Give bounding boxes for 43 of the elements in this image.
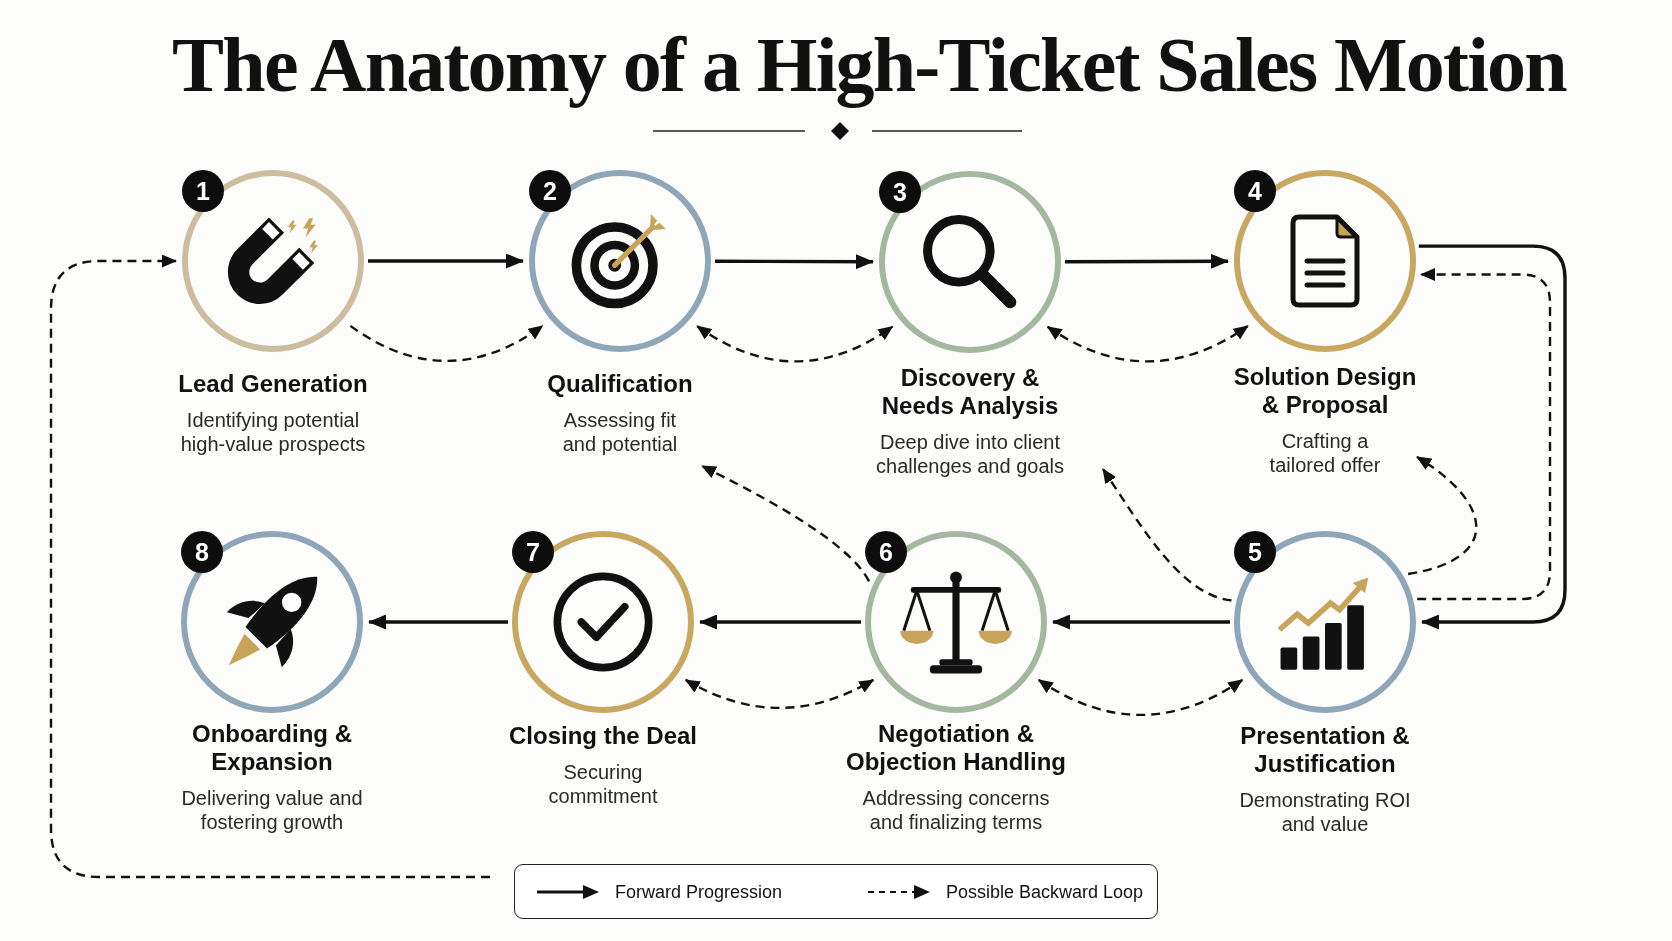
step-number: 8 bbox=[181, 531, 223, 573]
stage-title: Discovery & Needs Analysis bbox=[880, 364, 1060, 420]
step-number: 2 bbox=[529, 170, 571, 212]
dashed-arrow bbox=[684, 678, 875, 710]
arrow bbox=[1418, 244, 1567, 630]
arrow bbox=[368, 614, 508, 630]
stage-description: Demonstrating ROI and value bbox=[1238, 788, 1412, 836]
dashed-arrow bbox=[1417, 268, 1552, 601]
dashed-arrow bbox=[349, 324, 544, 363]
stage-description: Addressing concerns and finalizing terms bbox=[861, 786, 1051, 834]
dashed-arrow bbox=[696, 325, 894, 363]
step-number: 7 bbox=[512, 531, 554, 573]
stage-description: Assessing fit and potential bbox=[561, 408, 679, 456]
stage-description: Identifying potential high-value prospects bbox=[179, 408, 367, 456]
stage-title: Presentation & Justification bbox=[1239, 722, 1411, 778]
dashed-arrow bbox=[1046, 325, 1249, 363]
dashed-arrow bbox=[1037, 678, 1244, 716]
step-number: 5 bbox=[1234, 531, 1276, 573]
step-number: 1 bbox=[182, 170, 224, 212]
stage-title: Negotiation & Objection Handling bbox=[845, 720, 1067, 776]
stage-description: Securing commitment bbox=[547, 760, 659, 808]
arrow bbox=[715, 254, 874, 270]
stage-title: Lead Generation bbox=[178, 370, 368, 398]
arrow bbox=[1065, 253, 1229, 269]
dashed-arrow bbox=[1407, 456, 1478, 576]
step-number: 4 bbox=[1234, 170, 1276, 212]
arrow bbox=[368, 253, 524, 269]
stage-title: Qualification bbox=[547, 370, 693, 398]
step-number: 3 bbox=[879, 171, 921, 213]
stage-description: Crafting a tailored offer bbox=[1268, 429, 1382, 477]
arrow bbox=[1052, 614, 1230, 630]
stage-title: Onboarding & Expansion bbox=[191, 720, 353, 776]
stage-title: Solution Design & Proposal bbox=[1232, 363, 1418, 419]
legend-label: Possible Backward Loop bbox=[945, 880, 1143, 903]
stage-title: Closing the Deal bbox=[509, 722, 697, 750]
step-number: 6 bbox=[865, 531, 907, 573]
legend-label: Forward Progression bbox=[615, 880, 783, 903]
arrow bbox=[699, 614, 861, 630]
dashed-arrow bbox=[701, 464, 870, 583]
dashed-arrow bbox=[49, 254, 490, 879]
dashed-arrow bbox=[1102, 468, 1232, 602]
stage-description: Delivering value and fostering growth bbox=[180, 786, 364, 834]
stage-description: Deep dive into client challenges and goals bbox=[875, 430, 1065, 478]
